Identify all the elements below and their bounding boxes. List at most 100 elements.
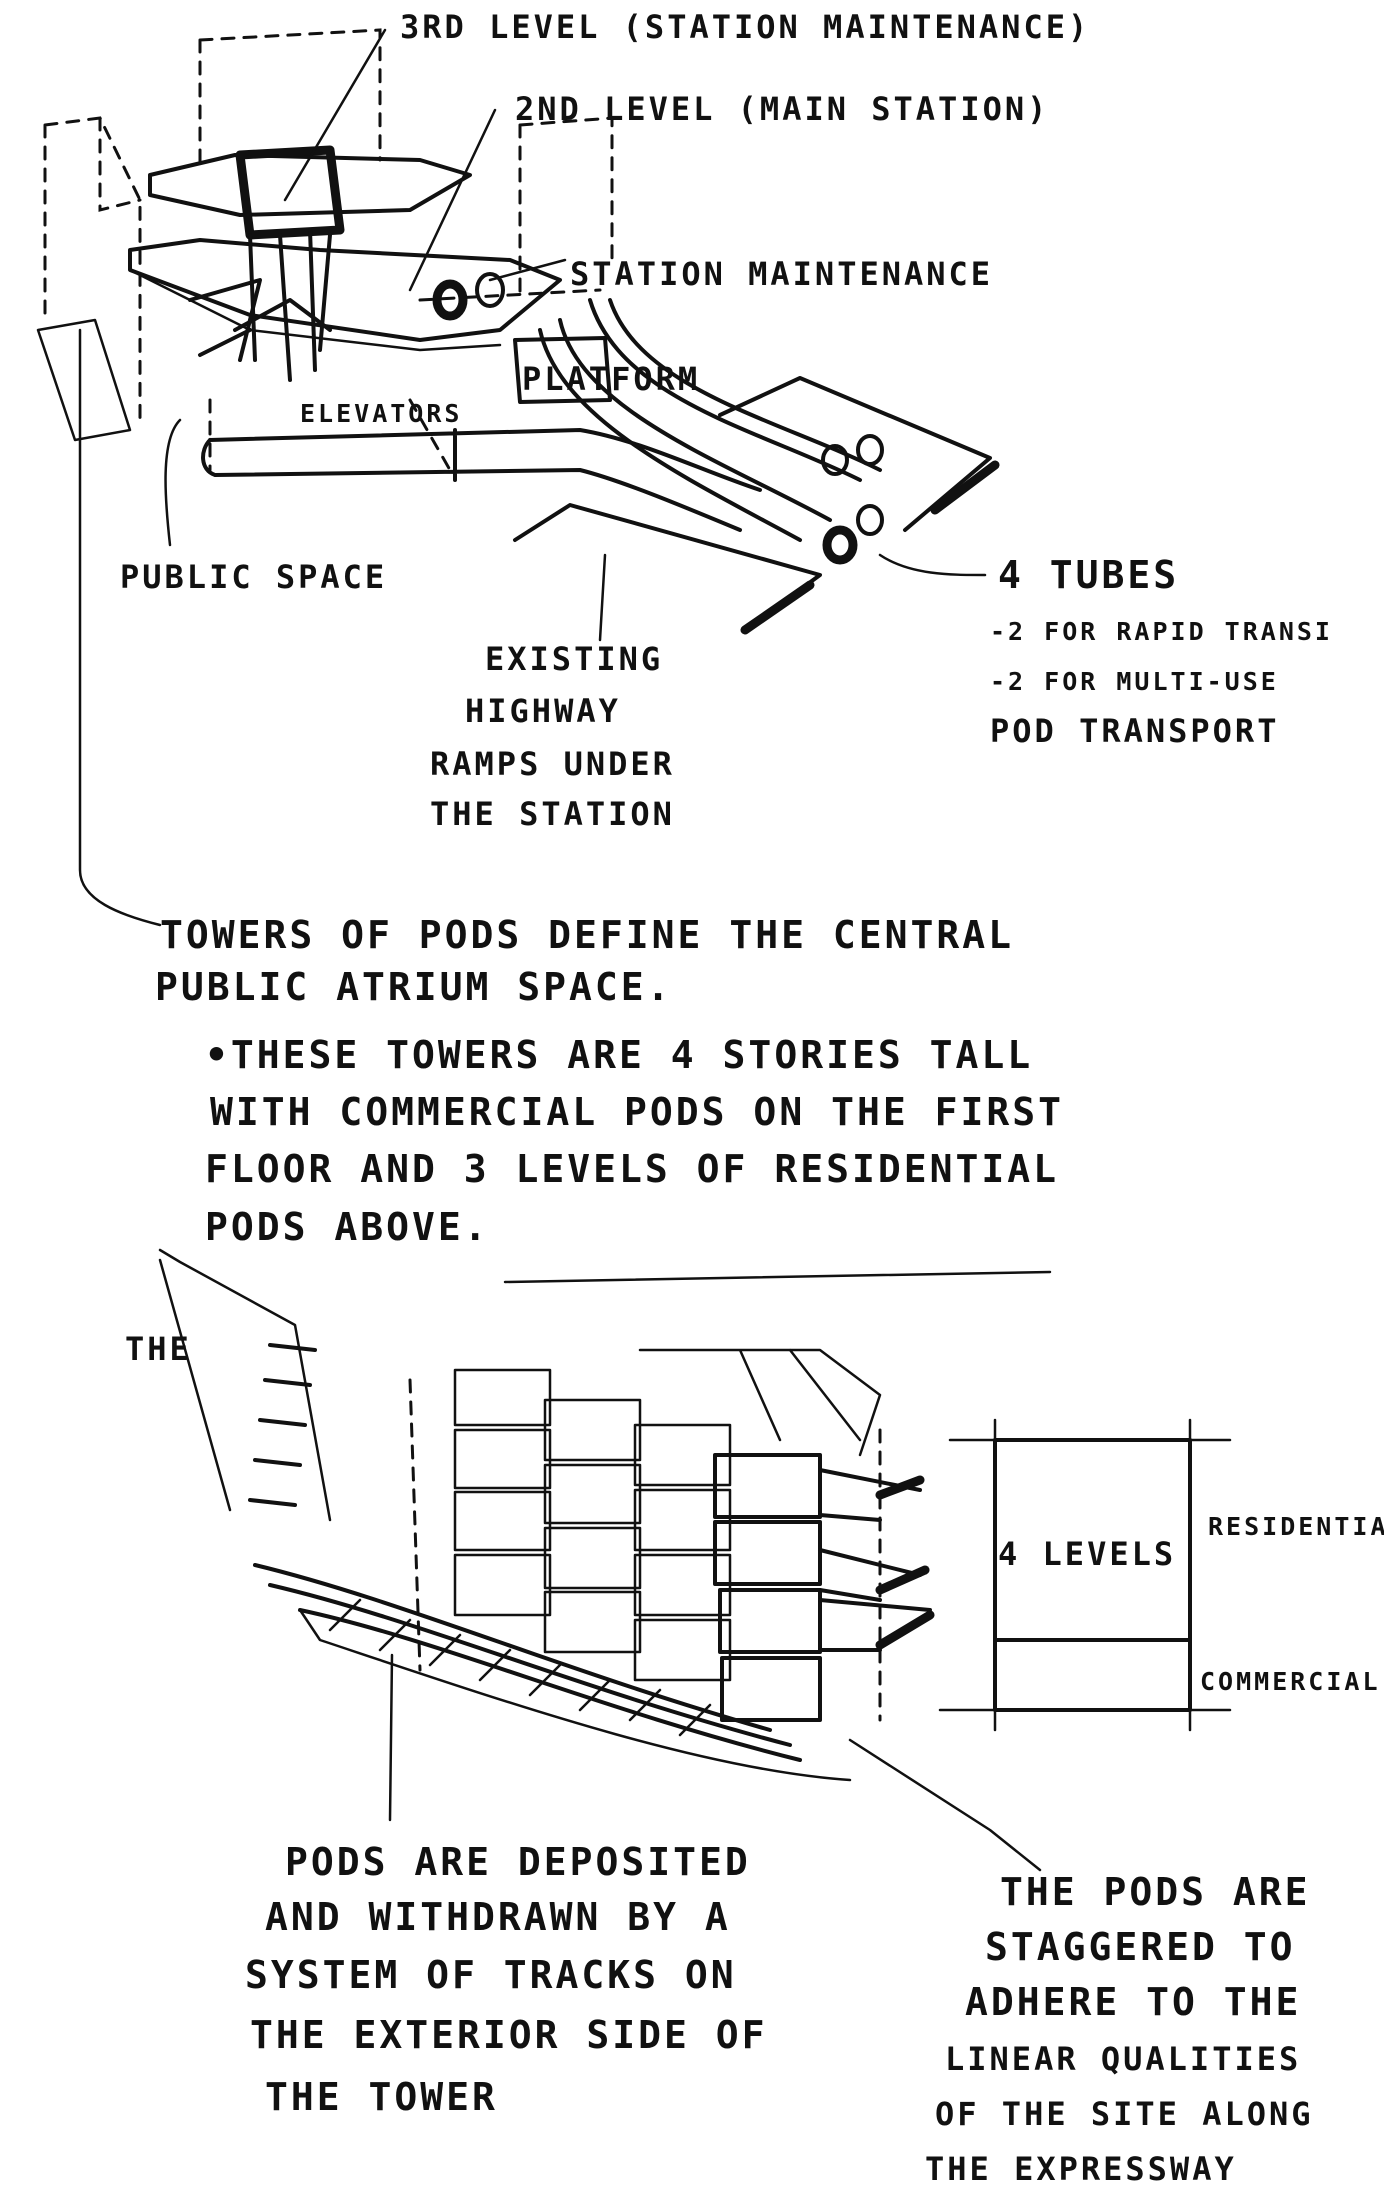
label-station-maintenance: STATION MAINTENANCE <box>570 255 993 293</box>
label-commercial: COMMERCIAL <box>1200 1667 1381 1696</box>
tube-end <box>856 434 884 466</box>
label-tubes-line: 4 TUBES <box>998 553 1179 597</box>
note-line: PUBLIC ATRIUM SPACE. <box>155 965 673 1009</box>
note-line: TOWERS OF PODS DEFINE THE CENTRAL <box>160 913 1014 957</box>
third-level-slab <box>148 153 472 217</box>
dashed-tower-outline <box>408 1378 882 1722</box>
label-tracks-line: THE EXTERIOR SIDE OF <box>250 2013 768 2057</box>
left-wall <box>158 1248 332 1522</box>
levels-box-extensions <box>938 1418 1232 1732</box>
label-tubes-line: -2 FOR MULTI-USE <box>990 667 1279 696</box>
pod-arm <box>818 1468 922 1522</box>
tube-end <box>856 504 884 536</box>
base-track <box>253 1563 772 1732</box>
base-track <box>298 1608 802 1762</box>
station-sketch <box>36 28 1000 927</box>
horizon-line <box>503 1270 1052 1284</box>
tube-opening <box>432 279 468 321</box>
label-tracks-line: SYSTEM OF TRACKS ON <box>245 1953 737 1997</box>
pod <box>633 1618 732 1682</box>
pod-stack <box>453 1368 822 1722</box>
label-the: THE <box>125 1330 192 1368</box>
pod <box>453 1368 552 1427</box>
note-line: •THESE TOWERS ARE 4 STORIES TALL <box>205 1033 1033 1077</box>
highway-ramp-edge <box>740 580 815 635</box>
tube-end <box>821 444 849 476</box>
dashed-connector <box>418 288 602 302</box>
dashed-tower-right <box>518 116 614 302</box>
label-tubes-line: -2 FOR RAPID TRANSI <box>990 617 1333 646</box>
pod-tower-sketch <box>158 1248 1232 1872</box>
label-highway-line: RAMPS UNDER <box>430 745 675 783</box>
station-core-legs <box>233 228 332 382</box>
left-tower-box <box>36 318 132 442</box>
pod-arm <box>818 1548 922 1602</box>
pod <box>713 1520 822 1586</box>
dashed-tower-center <box>198 28 382 172</box>
leader-line-towers <box>78 328 162 927</box>
leader-line-2nd-level <box>408 108 497 292</box>
dashed-atrium <box>208 398 452 472</box>
leader-line-public-space <box>164 418 182 547</box>
second-level-slab <box>128 238 562 342</box>
leader-line-3rd-level <box>283 28 387 202</box>
pod <box>713 1453 822 1519</box>
pod <box>453 1553 552 1617</box>
pod-arm-end <box>875 1610 935 1650</box>
label-staggered-line: LINEAR QUALITIES <box>945 2040 1301 2078</box>
base-outline <box>298 1608 852 1782</box>
label-tubes-line: POD TRANSPORT <box>990 712 1279 750</box>
pod <box>718 1588 822 1654</box>
label-staggered-line: STAGGERED TO <box>985 1925 1296 1969</box>
label-public-space: PUBLIC SPACE <box>120 558 387 596</box>
station-brace <box>188 278 262 362</box>
pod-arm <box>818 1598 932 1652</box>
levels-box <box>993 1438 1192 1712</box>
leader-line-station-maint <box>488 258 567 282</box>
label-platform: PLATFORM <box>522 360 700 398</box>
leader-line-tracks <box>388 1653 394 1822</box>
label-highway-line: HIGHWAY <box>465 692 621 730</box>
dashed-tower-left <box>43 116 142 422</box>
highway-ramp <box>718 376 992 532</box>
pod <box>543 1463 642 1525</box>
pod <box>543 1398 642 1462</box>
pod-arm-end <box>875 1565 930 1595</box>
elevator-walkway <box>201 428 762 532</box>
label-staggered-line: THE EXPRESSWAY <box>925 2150 1237 2188</box>
station-core <box>235 145 345 240</box>
label-residential: RESIDENTIA <box>1208 1512 1384 1541</box>
highway-ramp-edge <box>930 460 1000 515</box>
label-tracks-line: THE TOWER <box>265 2075 498 2119</box>
label-elevators: ELEVATORS <box>300 399 462 428</box>
tube-end <box>822 525 858 565</box>
pod <box>453 1428 552 1490</box>
label-2nd-level: 2ND LEVEL (MAIN STATION) <box>515 90 1049 128</box>
label-highway-line: EXISTING <box>485 640 663 678</box>
label-3rd-level: 3RD LEVEL (STATION MAINTENANCE) <box>400 8 1090 46</box>
base-hatch <box>328 1598 712 1737</box>
platform-box <box>513 336 612 404</box>
label-staggered-line: THE PODS ARE <box>1000 1870 1311 1914</box>
label-staggered-line: OF THE SITE ALONG <box>935 2095 1314 2133</box>
pod <box>720 1656 822 1722</box>
base-track <box>268 1583 792 1747</box>
tube-line <box>608 298 882 472</box>
pod <box>543 1526 642 1590</box>
label-staggered-line: ADHERE TO THE <box>965 1980 1301 2024</box>
upper-mass <box>638 1348 882 1457</box>
label-tracks-line: PODS ARE DEPOSITED <box>285 1840 751 1884</box>
pod <box>453 1490 552 1552</box>
label-tracks-line: AND WITHDRAWN BY A <box>265 1895 731 1939</box>
label-highway-line: THE STATION <box>430 795 675 833</box>
note-line: FLOOR AND 3 LEVELS OF RESIDENTIAL <box>205 1147 1059 1191</box>
tube-line <box>558 318 832 522</box>
label-4-levels: 4 LEVELS <box>998 1535 1176 1573</box>
left-track-rungs <box>248 1343 317 1507</box>
leader-line-staggered <box>848 1738 1042 1872</box>
note-line: WITH COMMERCIAL PODS ON THE FIRST <box>210 1090 1064 1134</box>
note-line: PODS ABOVE. <box>205 1205 490 1249</box>
pod-arm-end <box>875 1475 925 1500</box>
leader-line-tubes <box>878 553 987 577</box>
tube-opening <box>475 272 505 308</box>
